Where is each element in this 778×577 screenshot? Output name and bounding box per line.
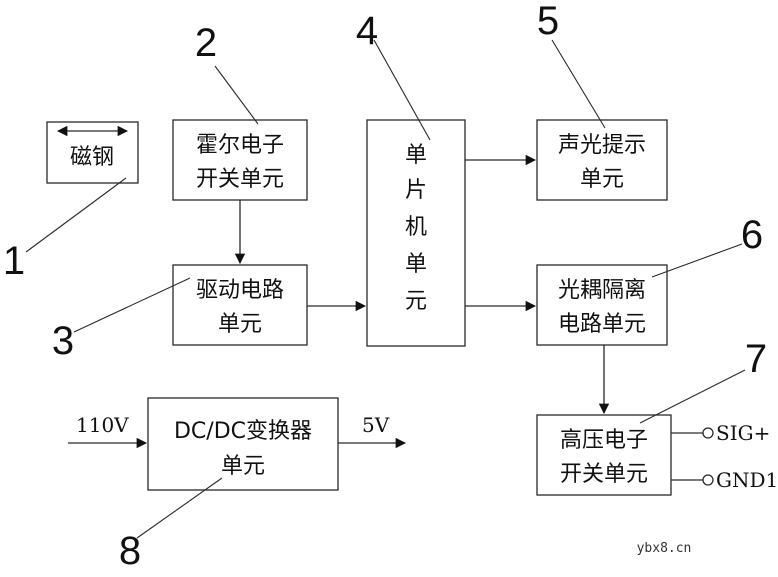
- alarm-block: 声光提示 单元: [536, 119, 668, 201]
- callout-8-leader: [136, 477, 223, 539]
- gnd1-terminal-icon: [702, 474, 714, 486]
- callout-5: 5: [537, 0, 559, 43]
- callout-3-leader: [73, 277, 191, 333]
- mcu-char-5: 元: [405, 289, 427, 314]
- input-voltage-label: 110V: [76, 413, 129, 437]
- callout-3: 3: [52, 319, 74, 363]
- mcu-char-1: 单: [405, 143, 427, 168]
- magnet-block: 磁钢: [46, 121, 139, 184]
- sig-plus-terminal-icon: [702, 427, 714, 439]
- callout-7-leader: [639, 369, 746, 424]
- gnd1-label: GND1: [716, 468, 778, 492]
- callout-7: 7: [745, 337, 767, 381]
- mcu-char-2: 片: [405, 178, 427, 203]
- callout-1-leader: [25, 177, 127, 253]
- callout-1: 1: [3, 239, 25, 283]
- dcdc-label-line2: 单元: [221, 454, 265, 479]
- mcu-char-3: 机: [405, 215, 427, 240]
- optocoupler-label-line2: 电路单元: [558, 312, 646, 337]
- callout-4-leader: [373, 39, 431, 141]
- callout-4: 4: [356, 9, 378, 53]
- hv-switch-label-line1: 高压电子: [560, 428, 648, 453]
- callout-6-leader: [651, 243, 743, 278]
- dcdc-label-line1: DC/DC变换器: [174, 419, 312, 444]
- magnet-label: 磁钢: [70, 145, 114, 170]
- callout-2: 2: [195, 21, 217, 65]
- optocoupler-block: 光耦隔离 电路单元: [536, 264, 668, 346]
- mcu-block: 单 片 机 单 元: [366, 119, 466, 347]
- optocoupler-label-line1: 光耦隔离: [558, 278, 646, 303]
- driver-label-line2: 单元: [218, 312, 262, 337]
- watermark: ybx8.cn: [637, 541, 692, 556]
- callout-6: 6: [741, 213, 763, 257]
- hv-switch-block: 高压电子 开关单元: [536, 414, 672, 496]
- hall-label-line2: 开关单元: [196, 167, 284, 192]
- driver-block: 驱动电路 单元: [172, 264, 308, 346]
- output-voltage-label: 5V: [362, 413, 390, 437]
- hall-label-line1: 霍尔电子: [196, 133, 284, 158]
- callout-8: 8: [119, 529, 141, 573]
- dcdc-block: DC/DC变换器 单元: [147, 397, 339, 491]
- callout-2-leader: [214, 65, 259, 125]
- callout-5-leader: [551, 39, 606, 129]
- hv-switch-label-line2: 开关单元: [560, 462, 648, 487]
- mcu-char-4: 单: [405, 252, 427, 277]
- hall-switch-block: 霍尔电子 开关单元: [172, 119, 308, 201]
- alarm-label-line2: 单元: [580, 167, 624, 192]
- driver-label-line1: 驱动电路: [196, 278, 284, 303]
- sig-plus-label: SIG+: [716, 421, 770, 445]
- alarm-label-line1: 声光提示: [558, 133, 646, 158]
